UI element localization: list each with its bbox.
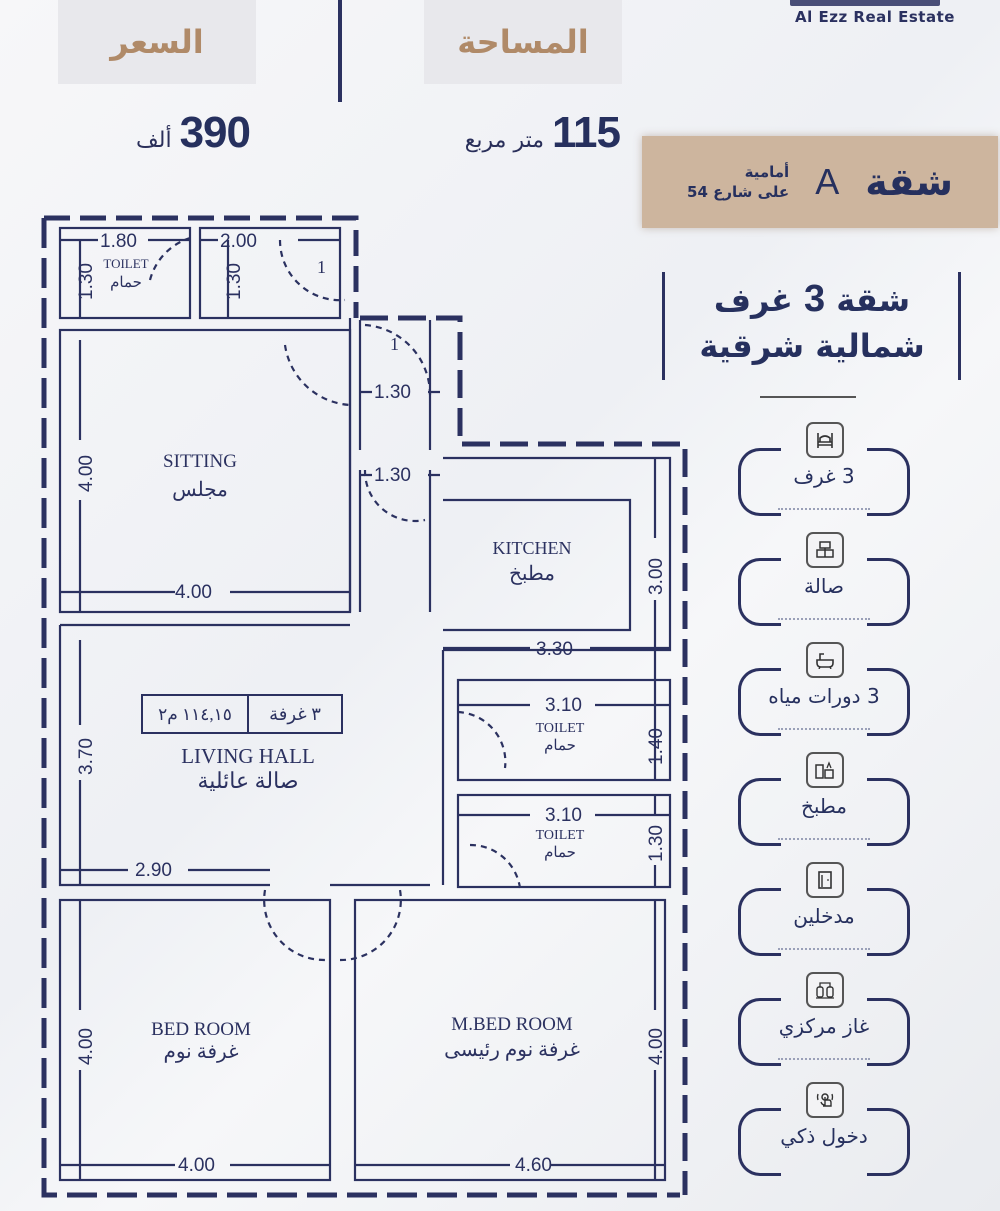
room-toilet1-en: TOILET — [103, 256, 148, 271]
dim-bed-height: 4.00 — [76, 1028, 97, 1065]
feature-kitchen: مطبخ — [738, 752, 910, 846]
dim-corridor1: 1.30 — [374, 382, 411, 403]
dim-bed-width: 4.00 — [178, 1155, 215, 1176]
room-kitchen-en: KITCHEN — [493, 538, 572, 558]
feature-smart-entry: دخول ذكي — [738, 1082, 910, 1176]
feature-bathrooms: 3 دورات مياه — [738, 642, 910, 736]
dim-sitting-width: 4.00 — [175, 582, 212, 603]
room-toilet2-en: TOILET — [536, 721, 585, 736]
dim-toilet3-height: 1.30 — [646, 825, 667, 862]
room-bed-en: BED ROOM — [151, 1019, 251, 1040]
room-toilet1-ar: حمام — [110, 275, 142, 291]
room-living-en: LIVING HALL — [181, 744, 315, 768]
room-sitting-ar: مجلس — [172, 479, 228, 501]
dim-living-height: 3.70 — [76, 738, 97, 775]
plan-summary-area: ١١٤,١٥ م٢ — [158, 705, 232, 725]
feature-rooms: 3 غرف — [738, 422, 910, 516]
apartment-word: شقة — [865, 160, 953, 204]
kitchen-icon — [806, 752, 844, 788]
room-toilet3-ar: حمام — [544, 845, 576, 861]
bathtub-icon — [806, 642, 844, 678]
dim-toilet1-width: 1.80 — [100, 231, 137, 252]
brand-logo-arabic — [790, 0, 940, 6]
room-mbed-ar: غرفة نوم رئيسى — [444, 1039, 580, 1061]
door-number-2: 1 — [390, 334, 399, 354]
summary-underline — [760, 396, 856, 398]
price-label: السعر — [58, 0, 256, 84]
summary-line1: شقة 3 غرف — [713, 278, 911, 320]
divider — [338, 0, 342, 102]
dim-mbed-width: 4.60 — [515, 1155, 552, 1176]
area-number: 115 — [552, 108, 621, 157]
apartment-summary: شقة 3 غرف شمالية شرقية — [668, 276, 956, 369]
price-number: 390 — [179, 108, 251, 157]
dim-sitting-height: 4.00 — [76, 455, 97, 492]
apartment-position: أمامية على شارع 54 — [687, 162, 789, 202]
dim-toilet2-height: 1.40 — [646, 728, 667, 765]
dim-toilet1-height: 1.30 — [76, 263, 97, 300]
plan-summary-box: ٣ غرفة ١١٤,١٥ م٢ — [141, 694, 343, 734]
door-number-1: 1 — [317, 257, 326, 277]
dim-foyer-height: 1.30 — [224, 263, 245, 300]
area-value: 115 متر مربع — [420, 108, 621, 158]
room-mbed-en: M.BED ROOM — [451, 1014, 573, 1035]
dim-mbed-height: 4.00 — [646, 1028, 667, 1065]
room-sitting-en: SITTING — [163, 451, 237, 472]
room-toilet2-ar: حمام — [544, 738, 576, 754]
dim-kitchen-width: 3.30 — [536, 639, 573, 660]
bracket-left — [662, 272, 665, 380]
smart-touch-icon — [806, 1082, 844, 1118]
brand-name: Al Ezz Real Estate — [795, 8, 955, 26]
room-living-ar: صالة عائلية — [197, 768, 298, 793]
price-value: 390 ألف — [60, 108, 251, 158]
room-kitchen-ar: مطبخ — [509, 563, 555, 585]
dim-toilet2-width: 3.10 — [545, 695, 582, 716]
dim-kitchen-height: 3.00 — [646, 558, 667, 595]
price-unit: ألف — [135, 128, 172, 153]
gas-cylinders-icon — [806, 972, 844, 1008]
dim-living-width: 2.90 — [135, 860, 172, 881]
bracket-right — [958, 272, 961, 380]
dim-toilet3-width: 3.10 — [545, 805, 582, 826]
room-bed-ar: غرفة نوم — [163, 1041, 238, 1063]
feature-hall: صالة — [738, 532, 910, 626]
tv-unit-icon — [806, 532, 844, 568]
position-line1: أمامية — [744, 163, 790, 181]
room-toilet3-en: TOILET — [536, 828, 585, 843]
summary-line2: شمالية شرقية — [699, 327, 925, 365]
dim-corridor2: 1.30 — [374, 465, 411, 486]
area-unit: متر مربع — [464, 128, 545, 153]
feature-central-gas: غاز مركزي — [738, 972, 910, 1066]
dim-foyer-width: 2.00 — [220, 231, 257, 252]
bed-icon — [806, 422, 844, 458]
apartment-banner: شقة A أمامية على شارع 54 — [642, 136, 998, 228]
plan-summary-rooms: ٣ غرفة — [269, 704, 321, 725]
door-icon — [806, 862, 844, 898]
feature-entrances: مدخلين — [738, 862, 910, 956]
position-line2: على شارع 54 — [687, 183, 790, 201]
area-label: المساحة — [424, 0, 622, 84]
apartment-letter: A — [815, 161, 840, 202]
